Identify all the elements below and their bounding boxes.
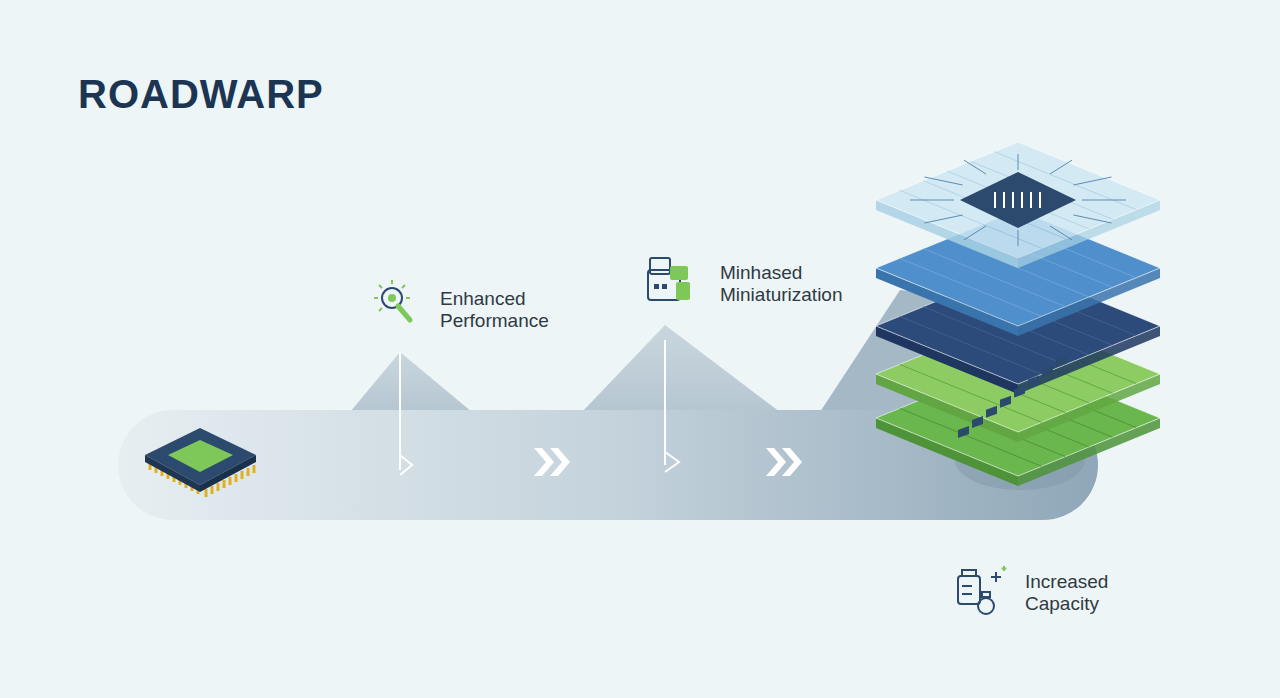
performance-icon [374, 280, 410, 320]
diagram-title: ROADWARP [78, 72, 324, 117]
chip-icon [145, 428, 256, 497]
milestone-label: Increased Capacity [1025, 571, 1135, 615]
milestone-label: Minhased Miniaturization [720, 262, 870, 306]
layer-stack [876, 142, 1160, 486]
milestone-label: Enhanced Performance [440, 288, 580, 332]
milestone-markers [400, 340, 679, 475]
capacity-icon [958, 566, 1007, 614]
miniaturization-icon [648, 258, 690, 300]
direction-chevrons [534, 448, 802, 476]
